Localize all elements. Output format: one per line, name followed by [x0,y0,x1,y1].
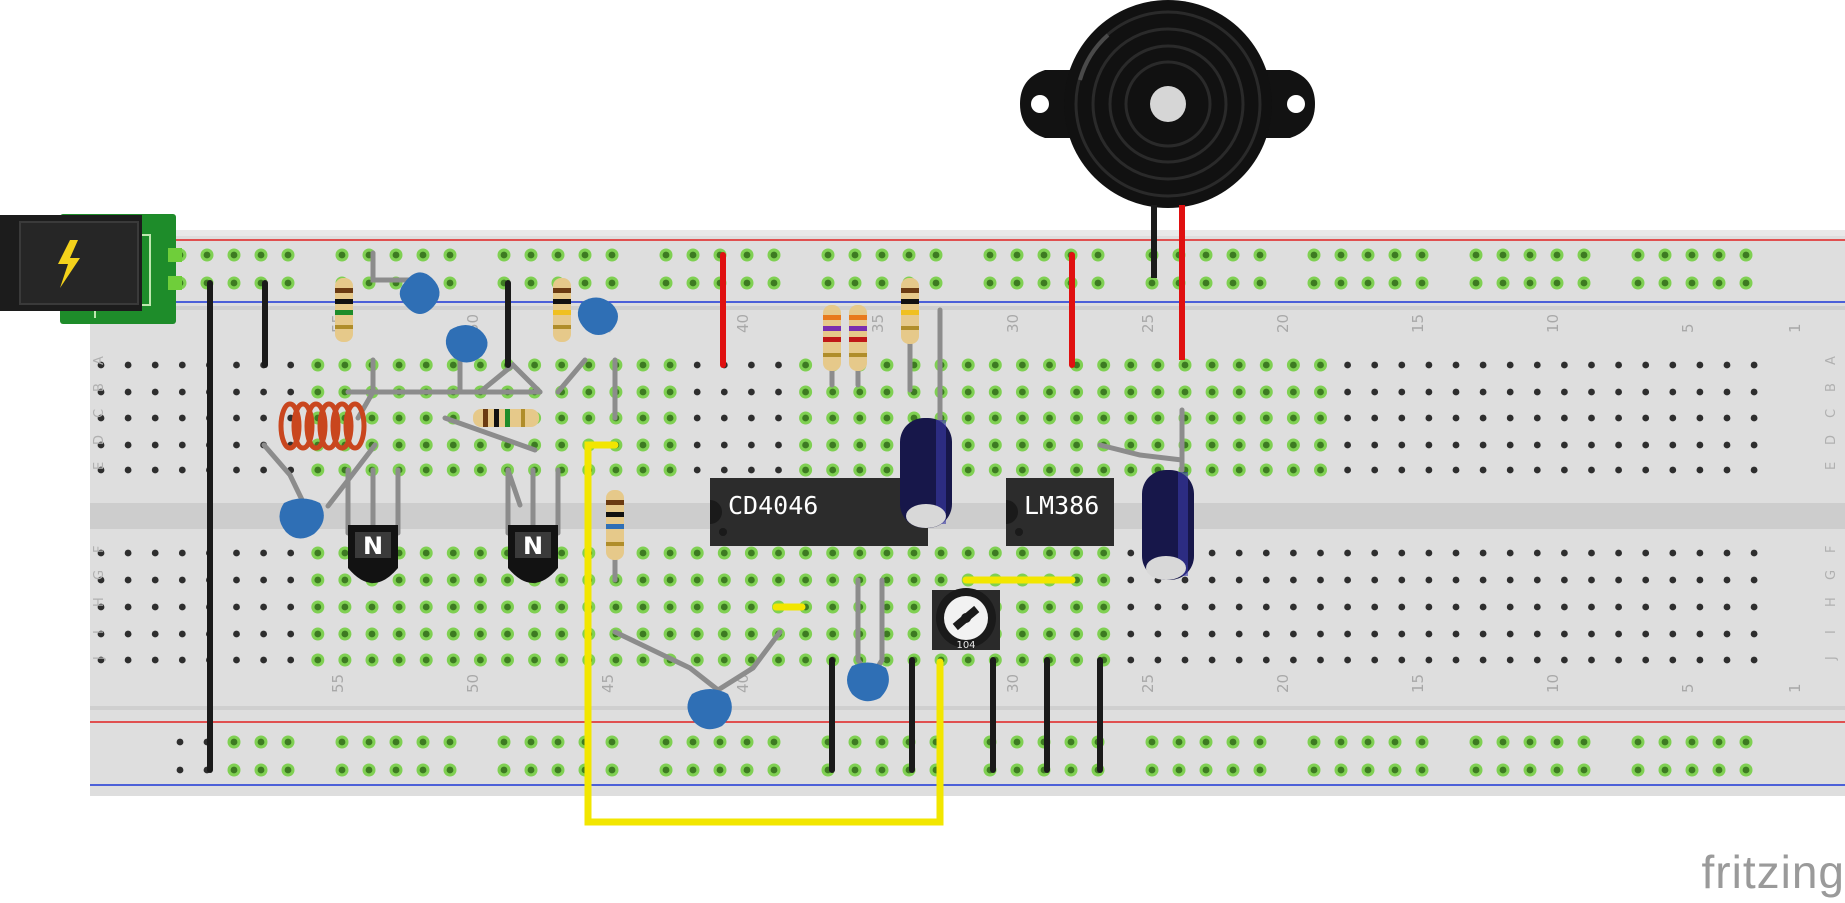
trimmer-mark: 104 [956,640,975,651]
ceramic-capacitor-2 [445,325,488,363]
lightning-bolt-icon [58,240,80,288]
row-letter: E [92,462,107,470]
column-number: 20 [1274,314,1292,333]
breadboard: 5550454035302520151051 55504540353025201… [90,230,1845,796]
trimmer-potentiometer: 104 [932,588,1000,651]
column-number: 10 [1544,314,1562,333]
row-letter: I [1824,630,1839,634]
ceramic-capacitors [279,272,889,730]
row-letters: A A B B C C D D E E F F G G H H I I J J [92,356,1839,661]
column-number: 55 [329,674,347,693]
row-letter: A [92,356,107,365]
row-letter: F [92,546,107,553]
row-letter: J [92,656,107,661]
column-number: 15 [1409,314,1427,333]
ic-cd4046: CD4046 [710,478,928,546]
column-number: 25 [1139,314,1157,333]
ic-cd4046-label: CD4046 [728,491,818,520]
column-number: 40 [734,314,752,333]
black-jumper-wires [207,280,1103,773]
transistor-1-mark: N [363,532,383,560]
ceramic-capacitor-5 [687,689,732,730]
column-number: 5 [1679,683,1697,693]
row-letter: C [1824,409,1839,418]
resistor-6 [849,305,867,371]
transistor-2-mark: N [523,532,543,560]
ceramic-capacitor-3 [577,297,618,335]
center-channel [90,503,1845,529]
column-number: 10 [1544,674,1562,693]
resistor-3 [473,409,539,427]
ceramic-capacitor-1 [399,272,440,314]
row-letter: B [1824,383,1839,392]
column-number: 50 [464,674,482,693]
column-number: 30 [1004,674,1022,693]
inductor-coil [278,401,367,451]
column-number: 45 [599,674,617,693]
column-number: 30 [1004,314,1022,333]
row-letter: D [1824,435,1839,445]
resistors [335,278,919,560]
row-letter: B [92,383,107,392]
row-letter: H [92,597,107,607]
row-letter: G [92,570,107,580]
breadboard-holes [97,248,1758,777]
column-number: 5 [1679,323,1697,333]
resistor-1 [335,278,353,342]
column-number: 35 [869,314,887,333]
row-letter: G [1824,570,1839,580]
piezo-buzzer [1020,0,1315,208]
row-letter: E [1824,462,1839,470]
ceramic-capacitor-6 [847,662,889,702]
row-letter: F [1824,546,1839,553]
column-number: 1 [1786,323,1804,333]
column-number: 20 [1274,674,1292,693]
column-number: 1 [1786,683,1804,693]
power-jack [0,214,182,324]
row-letter: A [1824,356,1839,365]
transistor-2: N [508,525,558,583]
resistor-5 [823,305,841,371]
resistor-4 [606,490,624,560]
yellow-jumper-wires [584,441,1076,826]
ic-lm386-label: LM386 [1024,491,1099,520]
electrolytic-capacitor-2 [1142,470,1194,580]
row-letter: I [92,630,107,634]
resistor-2 [553,278,571,342]
red-jumper-wires [720,252,1075,368]
electrolytic-capacitor-1 [900,418,952,528]
ic-lm386: LM386 [1006,478,1114,546]
column-number: 15 [1409,674,1427,693]
row-letter: C [92,409,107,418]
column-number: 25 [1139,674,1157,693]
fritzing-wordmark: fritzing [1701,846,1845,898]
transistor-1: N [348,525,398,583]
row-letter: J [1824,656,1839,661]
ceramic-capacitor-4 [279,498,324,539]
row-letter: H [1824,597,1839,607]
resistor-7 [901,278,919,344]
row-letter: D [92,435,107,445]
